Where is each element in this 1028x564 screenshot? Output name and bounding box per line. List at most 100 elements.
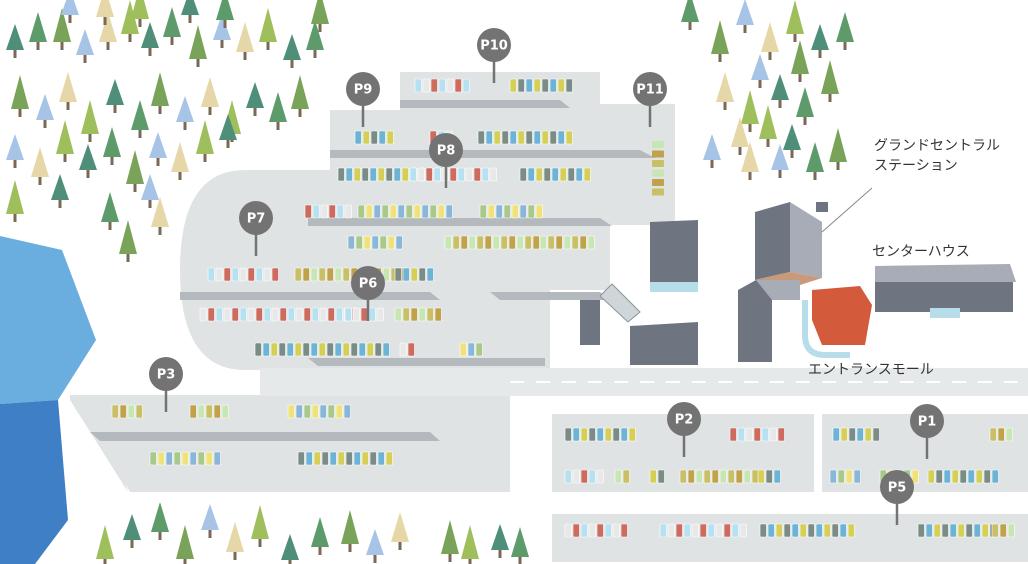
tree: [101, 192, 119, 222]
parked-car: [481, 167, 489, 182]
tree-trunk: [188, 15, 192, 23]
parked-car: [612, 523, 620, 538]
parked-car: [465, 167, 473, 182]
parked-car: [659, 523, 667, 538]
parked-car: [369, 451, 377, 466]
marker-label: P7: [247, 212, 266, 227]
label-entrance-mall: エントランスモール: [808, 362, 934, 378]
parked-car: [395, 235, 403, 250]
tree-trunk: [233, 552, 237, 560]
parked-car: [239, 267, 247, 282]
parked-car: [407, 342, 415, 357]
parked-car: [783, 523, 791, 538]
parking-marker-p3[interactable]: P3: [149, 357, 183, 412]
entrance-mall-roof-orange: [812, 286, 872, 345]
marker-circle: [477, 28, 511, 62]
lane-divider: [180, 292, 440, 300]
parked-car: [149, 451, 157, 466]
parked-car: [999, 523, 1007, 538]
tree-trunk: [373, 555, 377, 563]
parked-car: [410, 267, 418, 282]
parked-car: [362, 130, 370, 145]
parked-car: [965, 523, 973, 538]
parked-car: [588, 469, 596, 484]
parked-car: [410, 307, 418, 322]
lane-divider: [330, 150, 655, 158]
parked-car: [319, 307, 327, 322]
parked-car: [547, 235, 555, 250]
tree: [96, 525, 114, 559]
parked-car: [549, 130, 557, 145]
tree-trunk: [178, 172, 182, 180]
parked-car: [564, 523, 572, 538]
road-dash: [744, 381, 758, 383]
parked-car: [386, 130, 394, 145]
parked-car: [361, 451, 369, 466]
parking-marker-p8[interactable]: P8: [429, 133, 463, 188]
marker-label: P11: [636, 83, 664, 98]
parking-marker-p11[interactable]: P11: [633, 72, 667, 127]
tree: [306, 20, 324, 50]
tree: [791, 40, 809, 74]
parked-car: [302, 267, 310, 282]
parked-car: [517, 78, 525, 93]
center-house-roof: [875, 264, 1016, 284]
tree-trunk: [110, 157, 114, 165]
parking-marker-p10[interactable]: P10: [477, 28, 511, 83]
parking-marker-p9[interactable]: P9: [346, 72, 380, 127]
tree-trunk: [183, 122, 187, 130]
parked-car: [413, 204, 421, 219]
parked-car: [426, 307, 434, 322]
parked-car: [374, 342, 382, 357]
parked-car: [535, 167, 543, 182]
parked-car: [345, 167, 353, 182]
parked-car: [580, 469, 588, 484]
parked-car: [311, 307, 319, 322]
road-dash: [796, 381, 810, 383]
road-dash: [874, 381, 888, 383]
parked-car: [312, 204, 320, 219]
tree: [106, 79, 124, 105]
parked-car: [221, 404, 229, 419]
parked-car: [231, 307, 239, 322]
parked-car: [382, 267, 390, 282]
tree-trunk: [156, 158, 160, 166]
parked-car: [539, 235, 547, 250]
marker-label: P9: [354, 83, 373, 98]
parking-marker-p6[interactable]: P6: [351, 266, 385, 321]
marker-circle: [429, 133, 463, 167]
grand-central-station-side: [790, 202, 822, 278]
tree: [681, 0, 699, 22]
parked-car: [371, 235, 379, 250]
parked-car: [917, 523, 925, 538]
parked-car: [231, 267, 239, 282]
parked-car: [751, 469, 759, 484]
parked-car: [328, 204, 336, 219]
parked-car: [695, 469, 703, 484]
entrance-mall-roof: [756, 280, 800, 300]
parked-car: [707, 523, 715, 538]
tree: [751, 54, 769, 80]
parked-car: [745, 427, 753, 442]
entrance-walkway: [802, 300, 850, 358]
tree: [6, 180, 24, 214]
marker-circle: [910, 404, 944, 438]
tree: [151, 72, 169, 106]
center-house-building: [875, 282, 1013, 312]
parked-car: [587, 235, 595, 250]
parking-marker-p5[interactable]: P5: [880, 470, 914, 525]
station-chimney: [816, 202, 828, 212]
tree-trunk: [130, 540, 134, 548]
parked-car: [925, 523, 933, 538]
parked-car: [393, 167, 401, 182]
parked-car: [687, 469, 695, 484]
parked-car: [303, 404, 311, 419]
parking-marker-p7[interactable]: P7: [239, 201, 273, 256]
parked-car: [189, 404, 197, 419]
parked-car: [329, 451, 337, 466]
parking-marker-p2[interactable]: P2: [667, 402, 701, 457]
tree-trunk: [43, 120, 47, 128]
parked-car: [199, 307, 207, 322]
parking-marker-p1[interactable]: P1: [910, 404, 944, 459]
parked-car: [387, 235, 395, 250]
